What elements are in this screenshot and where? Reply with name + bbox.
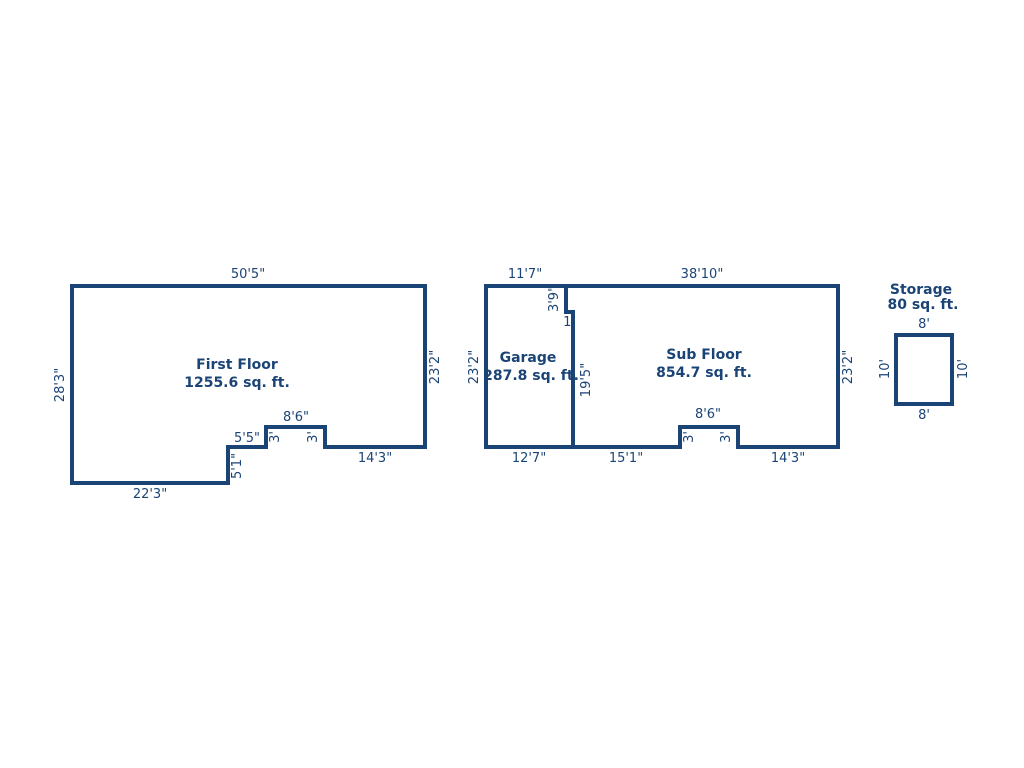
storage: Storage 80 sq. ft. 8' 8' 10' 10': [878, 282, 971, 423]
first-floor-bottom-left-dim: 22'3": [133, 487, 167, 502]
first-floor-bump-top-dim: 8'6": [283, 410, 309, 425]
storage-bottom-dim: 8': [918, 408, 930, 423]
sub-floor-bottom-left-dim: 15'1": [609, 451, 643, 466]
first-floor-step-horizontal-dim: 5'5": [234, 431, 260, 446]
sub-floor-right-dim: 23'2": [841, 350, 856, 384]
storage-left-dim: 10': [878, 359, 893, 379]
storage-name: Storage: [890, 282, 952, 298]
garage-left-dim: 23'2": [467, 350, 482, 384]
first-floor-outline: [70, 284, 427, 485]
first-floor-bottom-right-dim: 14'3": [358, 451, 392, 466]
storage-top-dim: 8': [918, 317, 930, 332]
sub-floor-outline: [484, 284, 840, 449]
storage-right-dim: 10': [956, 359, 971, 379]
sub-floor-name: Sub Floor: [666, 347, 742, 363]
garage-and-sub-floor: Garage 287.8 sq. ft. 11'7" 23'2" 12'7" 3…: [467, 267, 856, 466]
sub-floor-bump-left-dim: 3': [682, 431, 697, 443]
first-floor-step-vertical-dim: 5'1": [230, 453, 245, 479]
first-floor-top-dim: 50'5": [231, 267, 265, 282]
sub-floor-bump-top-dim: 8'6": [695, 407, 721, 422]
sub-floor-bump-right-dim: 3': [719, 431, 734, 443]
first-floor-bump-right-dim: 3': [306, 431, 321, 443]
garage-area: 287.8 sq. ft.: [483, 368, 579, 384]
garage-divider-top-dim: 3'9": [547, 286, 562, 312]
storage-area: 80 sq. ft.: [887, 297, 958, 313]
first-floor-area: 1255.6 sq. ft.: [184, 375, 290, 391]
first-floor-right-dim: 23'2": [428, 350, 443, 384]
garage-divider-wall: [564, 284, 575, 449]
first-floor-bump-left-dim: 3': [268, 431, 283, 443]
first-floor: First Floor 1255.6 sq. ft. 50'5" 28'3" 2…: [53, 267, 443, 502]
garage-name: Garage: [500, 350, 557, 366]
garage-divider-lower-dim: 19'5": [579, 363, 594, 397]
first-floor-left-dim: 28'3": [53, 368, 68, 402]
garage-top-dim: 11'7": [508, 267, 542, 282]
garage-divider-jog-dim: 1': [563, 315, 575, 330]
first-floor-name: First Floor: [196, 357, 278, 373]
sub-floor-top-dim: 38'10": [681, 267, 724, 282]
storage-outline: [894, 333, 954, 406]
sub-floor-area: 854.7 sq. ft.: [656, 365, 752, 381]
garage-bottom-dim: 12'7": [512, 451, 546, 466]
sub-floor-bottom-right-dim: 14'3": [771, 451, 805, 466]
